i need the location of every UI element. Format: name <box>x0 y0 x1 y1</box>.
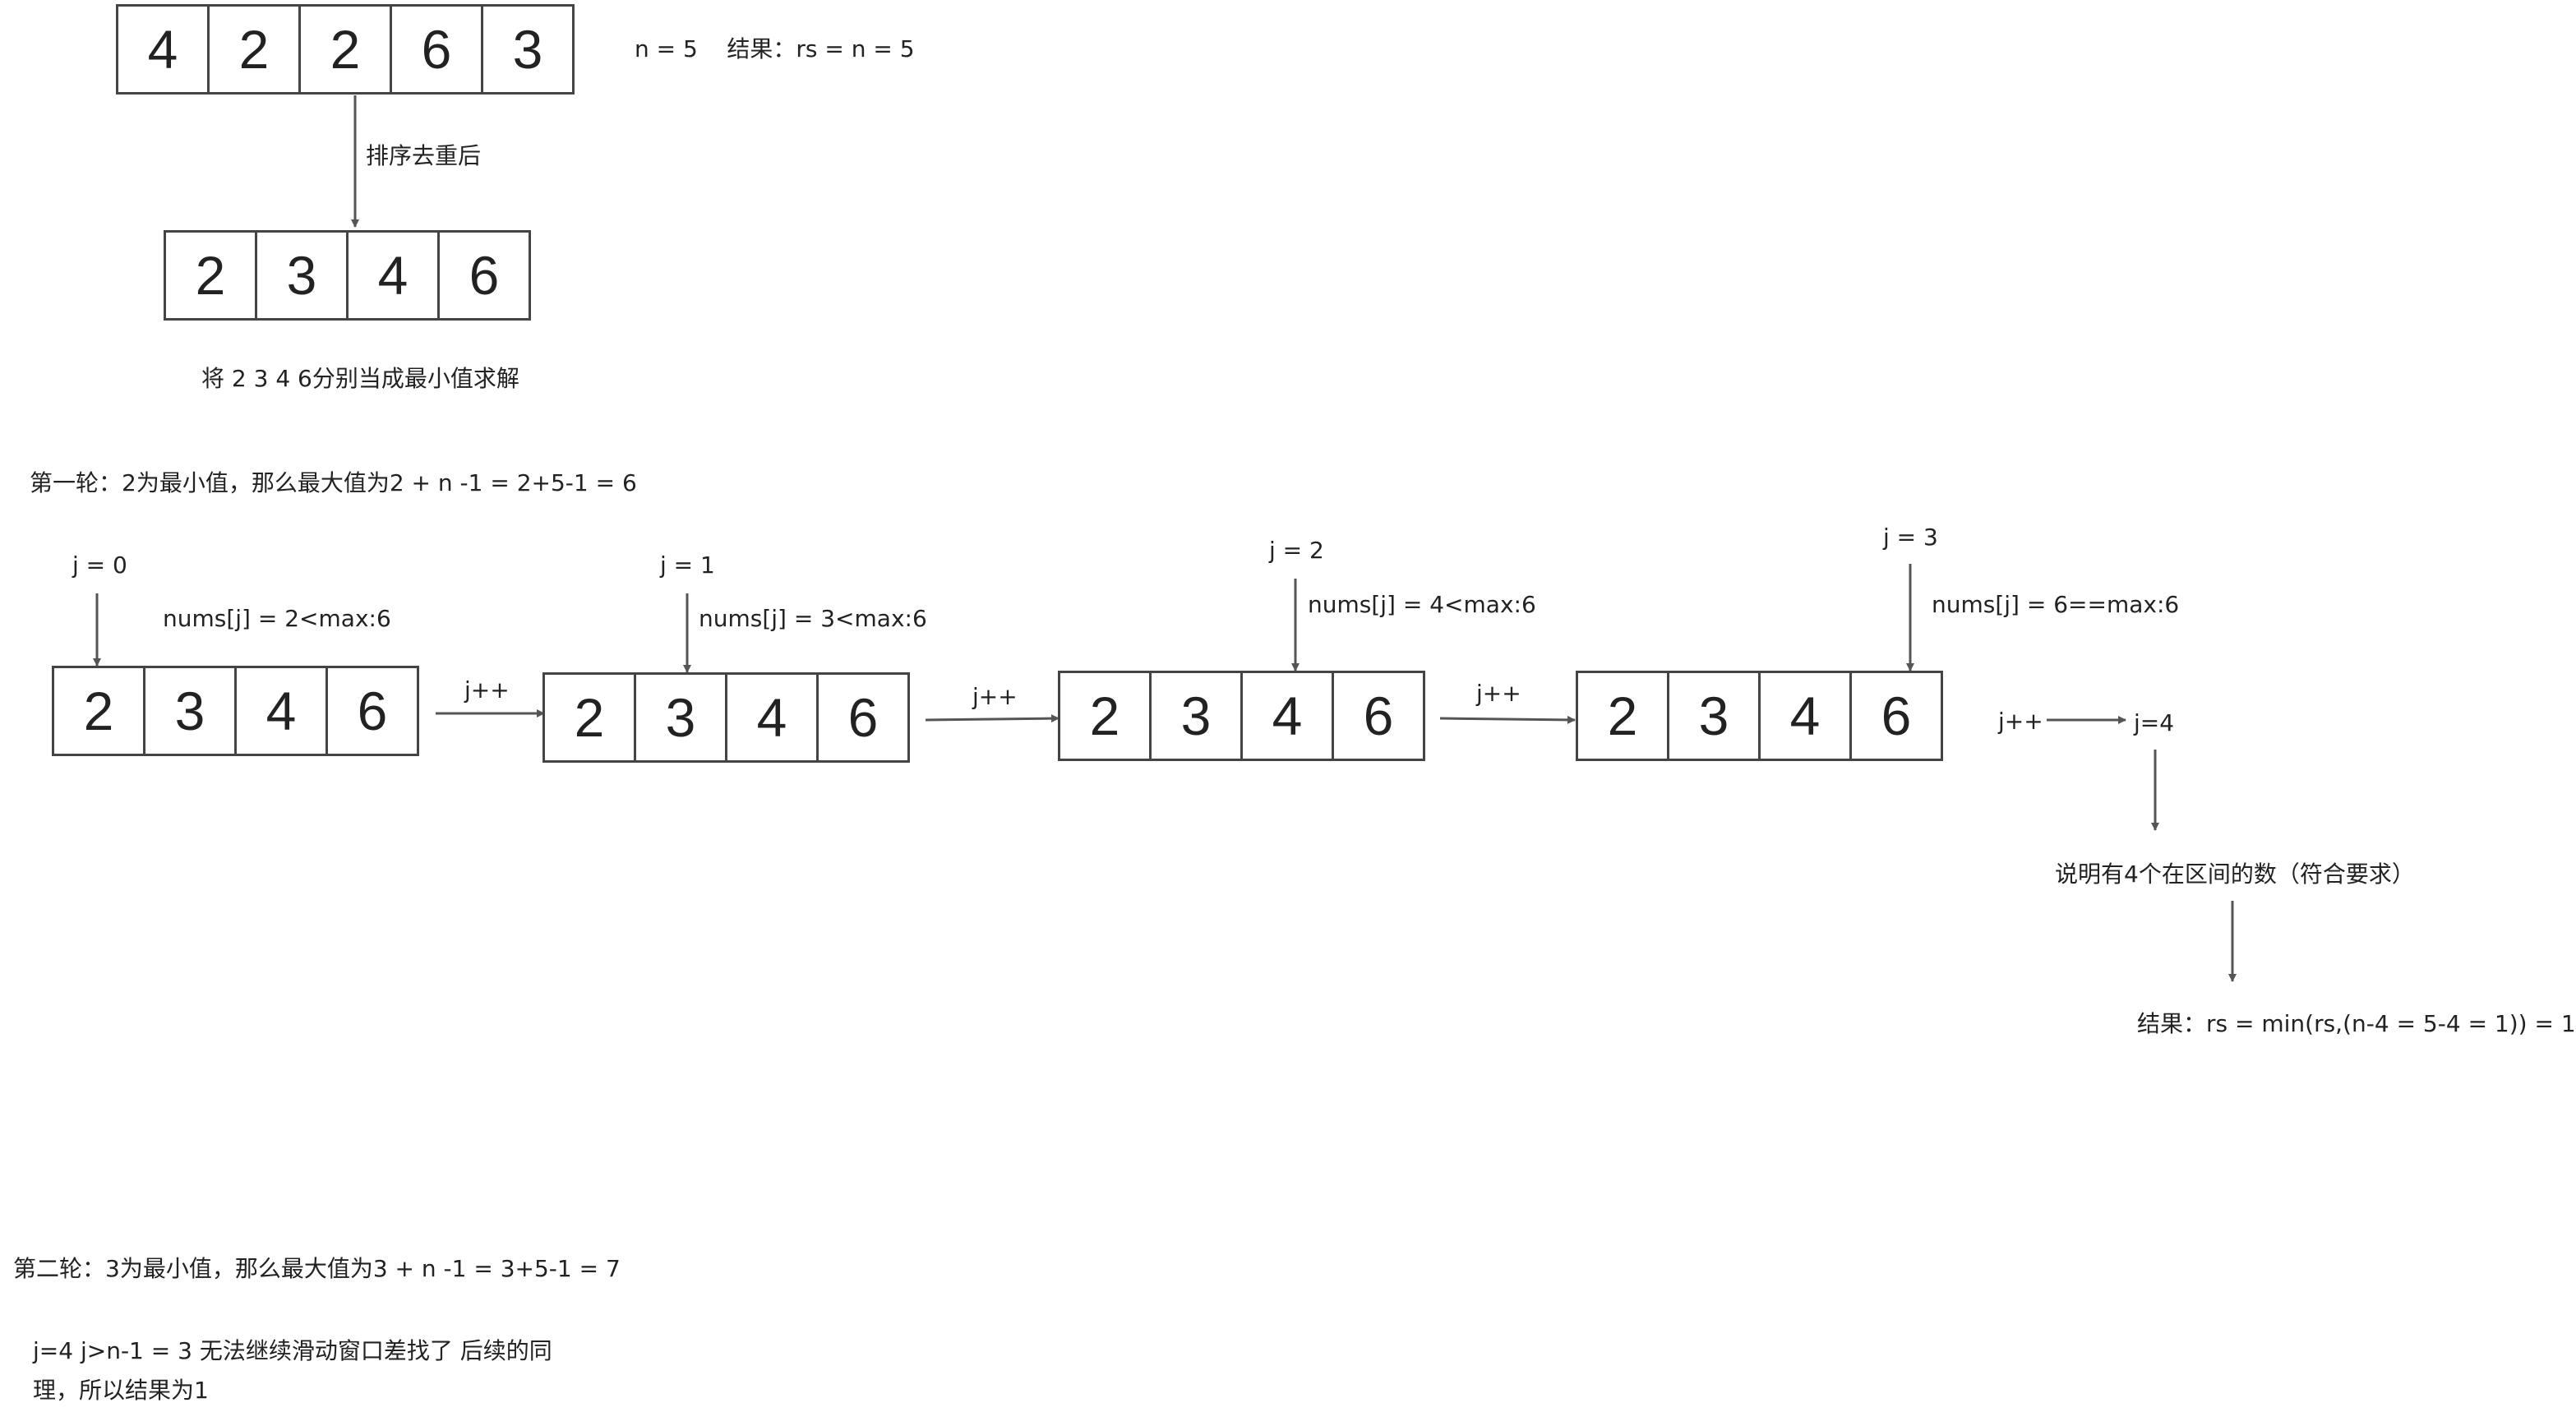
arrow-step-3 <box>1439 715 1576 724</box>
array-cell: 6 <box>1332 671 1425 761</box>
array-cell: 4 <box>234 666 328 756</box>
step-increment-label: j++ <box>1476 680 1521 707</box>
array-cell: 6 <box>816 672 910 763</box>
round2-title: 第二轮：3为最小值，那么最大值为3 + n -1 = 3+5-1 = 7 <box>13 1255 621 1282</box>
array-cell: 3 <box>143 666 237 756</box>
array-cell: 2 <box>1058 671 1152 761</box>
array-cell: 4 <box>725 672 819 763</box>
array-cell: 3 <box>255 230 349 321</box>
array-cell: 3 <box>1667 671 1761 761</box>
array-cell: 3 <box>481 4 575 95</box>
array-cell: 2 <box>207 4 301 95</box>
step-compare-label: nums[j] = 3<max:6 <box>699 605 927 632</box>
array-cell: 2 <box>542 672 636 763</box>
arrow-step-2 <box>925 714 1059 723</box>
step-compare-label: nums[j] = 2<max:6 <box>163 605 391 632</box>
array-cell: 6 <box>437 230 531 321</box>
round2-note-line-1: j=4 j>n-1 = 3 无法继续滑动窗口差找了 后续的同 <box>33 1337 552 1364</box>
window-array-step-3: 2 3 4 6 <box>1058 671 1425 761</box>
sorted-array: 2 3 4 6 <box>164 230 531 321</box>
array-cell: 4 <box>116 4 210 95</box>
array-cell: 2 <box>298 4 392 95</box>
window-array-step-4: 2 3 4 6 <box>1576 671 1943 761</box>
explain-label: 说明有4个在区间的数（符合要求） <box>2055 861 2415 888</box>
array-cell: 2 <box>1576 671 1669 761</box>
sort-label: 排序去重后 <box>366 142 482 169</box>
original-note: n = 5 结果：rs = n = 5 <box>635 35 915 62</box>
step-j-label: j = 2 <box>1269 537 1324 564</box>
array-cell: 6 <box>390 4 483 95</box>
array-cell: 6 <box>1849 671 1943 761</box>
array-cell: 4 <box>1758 671 1852 761</box>
array-cell: 3 <box>634 672 727 763</box>
window-array-step-2: 2 3 4 6 <box>542 672 910 763</box>
step-compare-label: nums[j] = 4<max:6 <box>1308 591 1536 618</box>
original-array: 4 2 2 6 3 <box>116 4 575 95</box>
array-cell: 4 <box>346 230 440 321</box>
array-cell: 4 <box>1240 671 1334 761</box>
step-j-label: j = 1 <box>660 551 715 579</box>
step-increment-label: j++ <box>1998 708 2043 735</box>
array-cell: 2 <box>164 230 257 321</box>
each-min-note: 将 2 3 4 6分别当成最小值求解 <box>201 365 519 392</box>
array-cell: 3 <box>1149 671 1243 761</box>
step-increment-label: j++ <box>972 683 1018 710</box>
step-j-label: j = 0 <box>72 551 127 579</box>
round2-note-line-2: 理，所以结果为1 <box>33 1377 209 1404</box>
step-compare-label: nums[j] = 6==max:6 <box>1932 591 2180 618</box>
step-j-label: j = 3 <box>1883 524 1938 551</box>
window-array-step-1: 2 3 4 6 <box>52 666 419 756</box>
end-j-label: j=4 <box>2134 709 2175 736</box>
array-cell: 6 <box>325 666 419 756</box>
round1-title: 第一轮：2为最小值，那么最大值为2 + n -1 = 2+5-1 = 6 <box>30 469 637 496</box>
result-label: 结果：rs = min(rs,(n-4 = 5-4 = 1)) = 1 <box>2137 1010 2576 1037</box>
array-cell: 2 <box>52 666 145 756</box>
step-increment-label: j++ <box>464 676 510 704</box>
